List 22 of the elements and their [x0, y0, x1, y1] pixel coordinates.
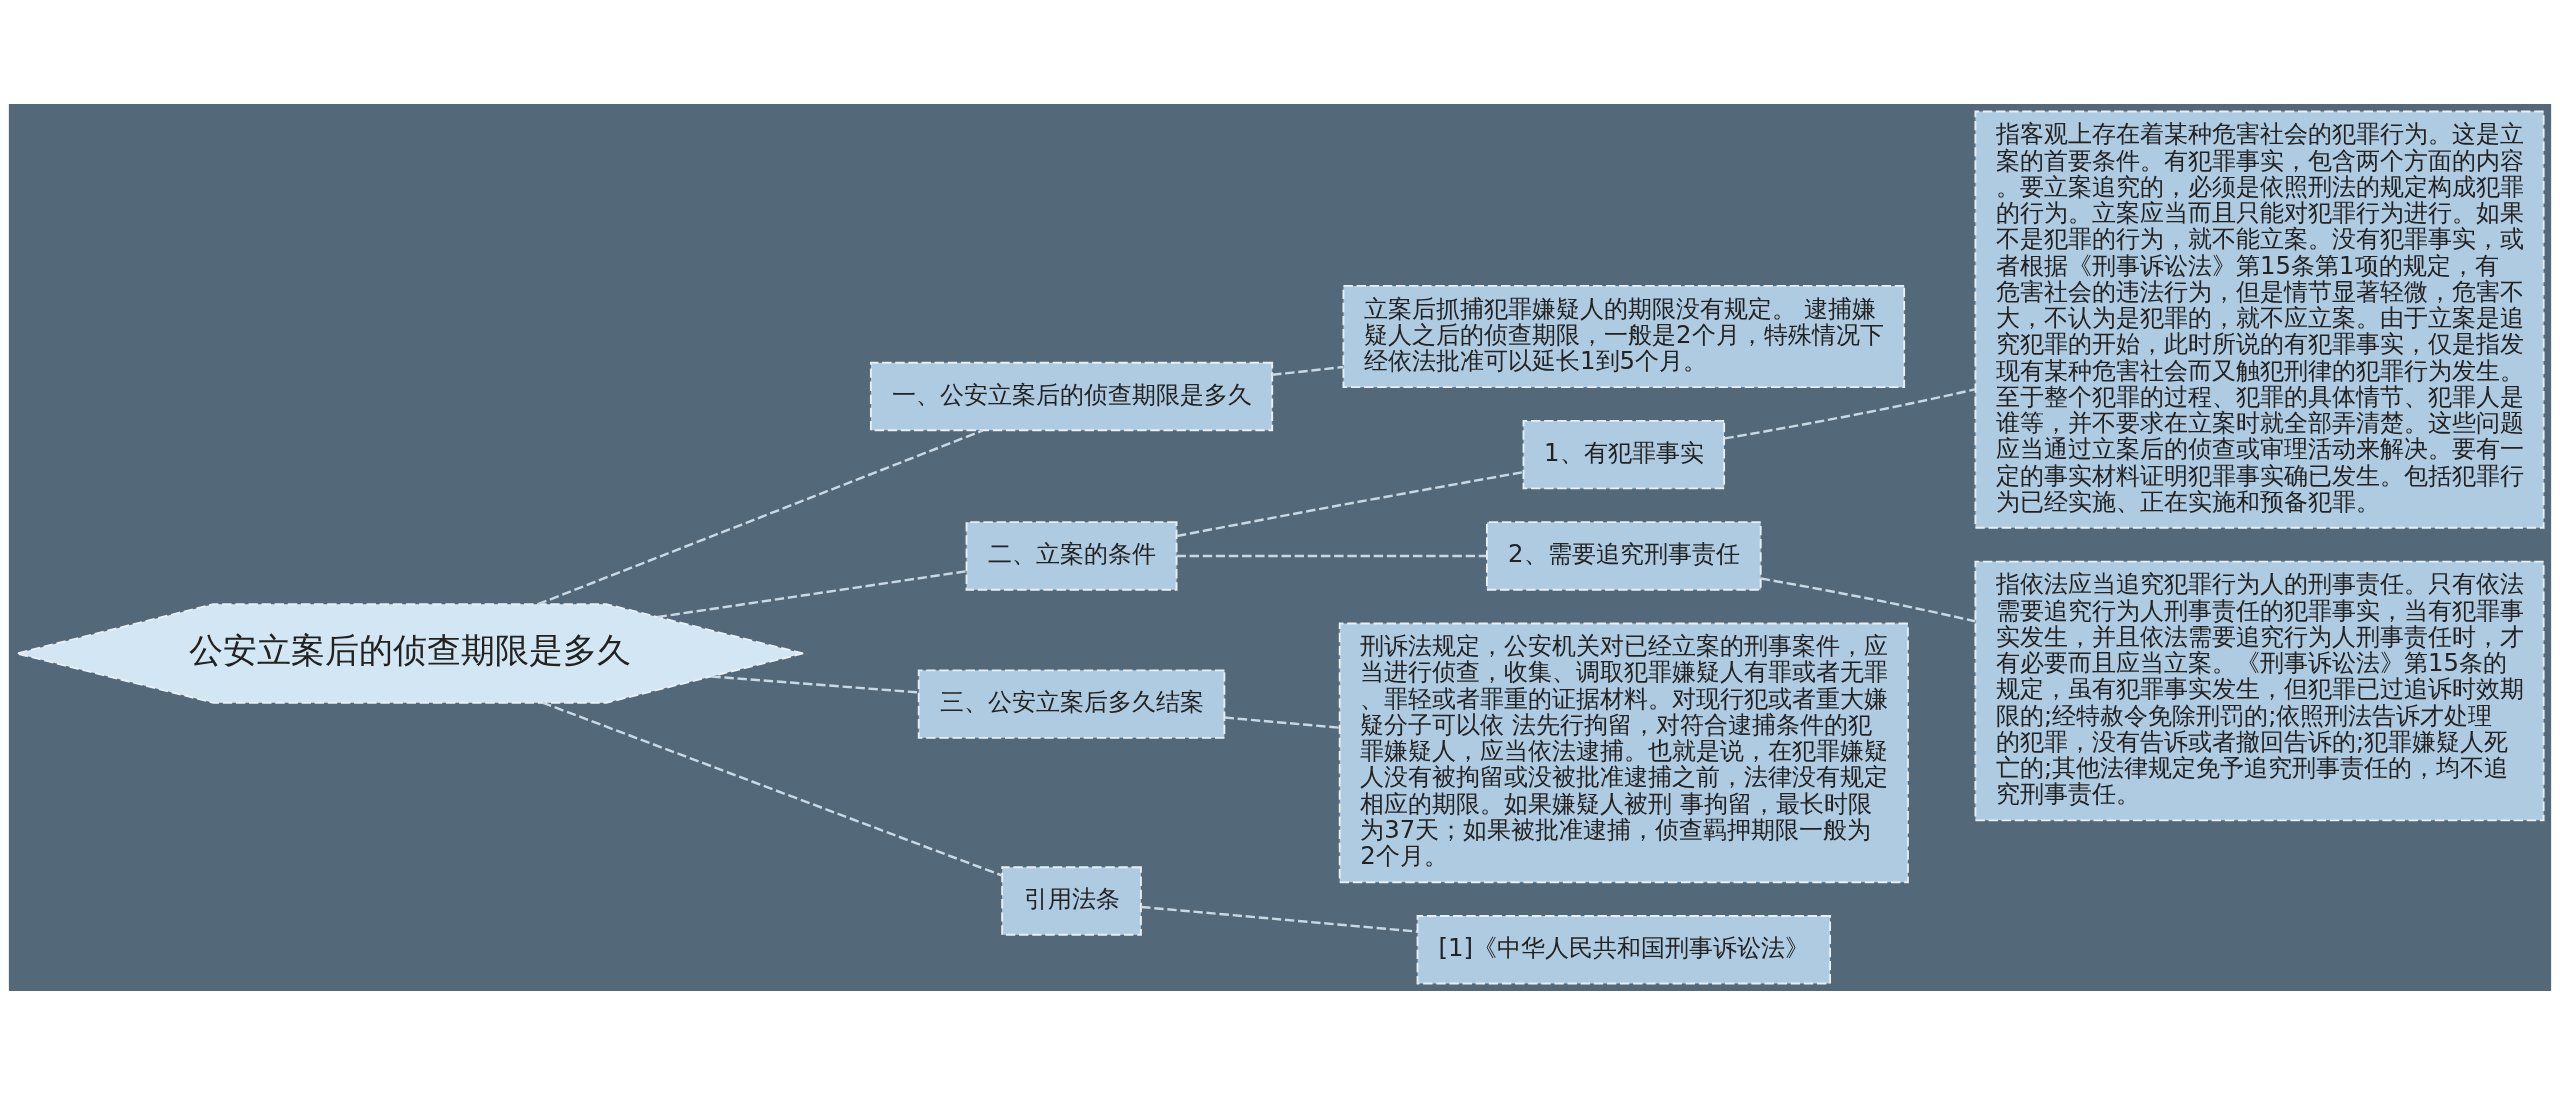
node-box: 2、需要追究刑事责任	[1486, 520, 1762, 591]
connector	[537, 428, 984, 605]
connector	[1724, 387, 1976, 440]
connector	[1176, 554, 1487, 557]
node-box: 一、公安立案后的侦查期限是多久	[869, 361, 1274, 431]
node-box: 1、有犯罪事实	[1522, 419, 1726, 489]
node-box: 指依法应当追究犯罪行为人的刑事责任。只有依法需要追究行为人刑事责任的犯罪事实，当有犯罪事实发生，并且依法需要追究行为人刑事责任时，才有必要而且应当立案。《刑事诉讼法》第15条的规定，虽有犯罪事实发生，但犯罪已过追诉时效期限的;经特赦令免除刑罚的;依照刑法告诉才处理的犯罪，没有告诉或者撤回告诉的;犯罪嫌疑人死亡的;其他法律规定免予追究刑事责任的，均不追究刑事责任。	[1974, 560, 2545, 821]
node-box: 立案后抓捕犯罪嫌疑人的期限没有规定。 逮捕嫌疑人之后的侦查期限，一般是2个月，特殊情况下经依法批准可以延长1到5个月。	[1342, 284, 1906, 388]
node-box: [1]《中华人民共和国刑事诉讼法》	[1416, 914, 1832, 984]
connector	[1176, 470, 1524, 537]
node-box: 二、立案的条件	[965, 520, 1178, 591]
connector	[657, 569, 967, 618]
node-box: 三、公安立案后多久结案	[917, 668, 1226, 739]
connector	[711, 674, 919, 694]
connector	[1141, 905, 1418, 933]
connector	[1272, 365, 1344, 376]
node-box: 引用法条	[1001, 865, 1142, 936]
connector	[542, 701, 1003, 877]
connector	[1760, 576, 1976, 622]
node-box: 刑诉法规定，公安机关对已经立案的刑事案件，应当进行侦查，收集、调取犯罪嫌疑人有罪或者无罪、罪轻或者罪重的证据材料。对现行犯或者重大嫌疑分子可以依 法先行拘留，对符合逮捕条件的犯罪嫌疑人，应当依法逮捕。也就是说，在犯罪嫌疑人没有被拘留或没被批准逮捕之前，法律没有规定相应的期限。如果嫌疑人被刑 事拘留，最长时限为37天；如果被批准逮捕，侦查羁押期限一般为2个月。	[1338, 622, 1909, 883]
node-box: 指客观上存在着某种危害社会的犯罪行为。这是立案的首要条件。有犯罪事实，包含两个方面的内容。要立案追究的，必须是依照刑法的规定构成犯罪的行为。立案应当而且只能对犯罪行为进行。如果不是犯罪的行为，就不能立案。没有犯罪事实，或者根据《刑事诉讼法》第15条第1项的规定，有危害社会的违法行为，但是情节显著轻微，危害不大，不认为是犯罪的，就不应立案。由于立案是追究犯罪的开始，此时所说的有犯罪事实，仅是指发现有某种危害社会而又触犯刑律的犯罪行为发生。至于整个犯罪的过程、犯罪的具体情节、犯罪人是谁等，并不要求在立案时就全部弄清楚。这些问题应当通过立案后的侦查或审理活动来解决。要有一定的事实材料证明犯罪事实确已发生。包括犯罪行为已经实施、正在实施和预备犯罪。	[1974, 110, 2545, 529]
connector	[1224, 715, 1340, 729]
